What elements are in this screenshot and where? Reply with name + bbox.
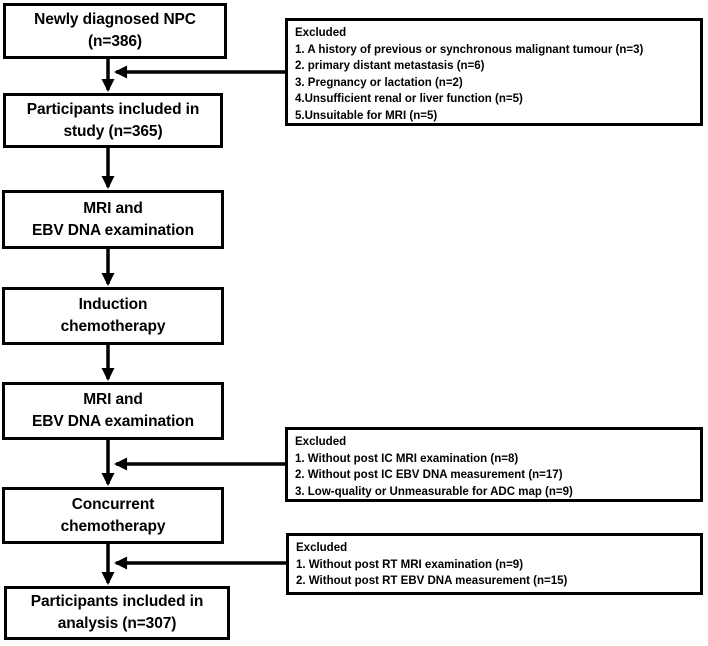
flow-box-text-line: EBV DNA examination <box>31 413 195 430</box>
flow-box-text-line: analysis (n=307) <box>57 615 177 632</box>
exclusion-header: Excluded <box>295 27 347 39</box>
flow-box-text-line: Participants included in <box>30 593 204 610</box>
flow-box-text-line: chemotherapy <box>60 517 166 535</box>
flow-box-text-line: MRI and <box>83 391 143 408</box>
exclusion-item: 1. Without post RT MRI examination (n=9) <box>296 558 524 571</box>
flow-box-text-line: Induction <box>78 296 148 313</box>
flow-box-newly-diagnosed-npc: Newly diagnosed NPC (n=386) <box>3 3 227 59</box>
flow-box-text-line: chemotherapy <box>60 318 166 335</box>
exclusion-item: 4.Unsufficient renal or liver function (… <box>295 93 523 105</box>
exclusion-item: 2. Without post IC EBV DNA measurement (… <box>295 469 563 481</box>
flow-box-mri-ebv-exam-1: MRI and EBV DNA examination <box>2 190 224 249</box>
flow-box-mri-ebv-exam-2: MRI and EBV DNA examination <box>2 382 224 440</box>
flow-box-included-in-analysis: Participants included in analysis (n=307… <box>4 586 230 640</box>
flow-box-text-line: study (n=365) <box>63 122 163 140</box>
exclusion-item: 2. Without post RT EBV DNA measurement (… <box>296 575 568 587</box>
exclusion-item: 3. Low-quality or Unmeasurable for ADC m… <box>295 485 573 498</box>
exclusion-item: 1. A history of previous or synchronous … <box>295 43 644 56</box>
flow-box-text-line: Newly diagnosed NPC <box>34 11 196 28</box>
flow-box-text-line: MRI and <box>83 199 143 217</box>
exclusion-item: 3. Pregnancy or lactation (n=2) <box>295 76 463 89</box>
exclusion-item: 2. primary distant metastasis (n=6) <box>295 60 485 72</box>
flow-box-induction-chemotherapy: Induction chemotherapy <box>2 287 224 345</box>
exclusion-box-1: Excluded 1. A history of previous or syn… <box>285 18 703 126</box>
exclusion-box-2: Excluded 1. Without post IC MRI examinat… <box>285 427 703 502</box>
flow-box-text-line: Participants included in <box>26 100 200 118</box>
exclusion-item: 1. Without post IC MRI examination (n=8) <box>295 452 519 465</box>
flow-box-included-in-study: Participants included in study (n=365) <box>3 93 223 148</box>
exclusion-item: 5.Unsuitable for MRI (n=5) <box>295 109 438 122</box>
exclusion-header: Excluded <box>295 436 347 448</box>
flow-box-text-line: (n=386) <box>87 33 142 50</box>
exclusion-box-3: Excluded 1. Without post RT MRI examinat… <box>286 533 703 595</box>
flow-box-text-line: Concurrent <box>71 495 155 513</box>
flow-box-concurrent-chemotherapy: Concurrent chemotherapy <box>2 487 224 544</box>
exclusion-header: Excluded <box>296 542 348 554</box>
flow-box-text-line: EBV DNA examination <box>31 221 195 239</box>
